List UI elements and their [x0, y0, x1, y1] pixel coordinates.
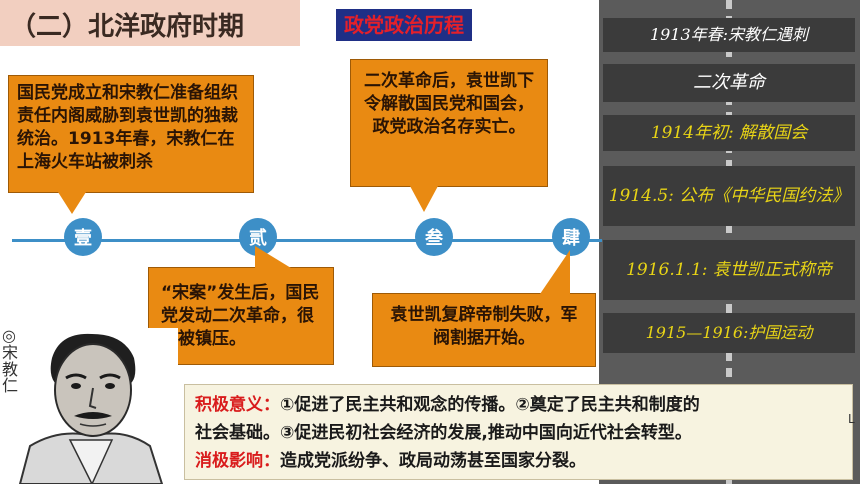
callout-san-pointer [410, 186, 438, 212]
callout-san: 二次革命后，袁世凯下令解散国民党和国会，政党政治名存实亡。 [350, 59, 548, 187]
negative-text: 造成党派纷争、政局动荡甚至国家分裂。 [280, 451, 586, 471]
timeline-line [12, 239, 602, 242]
positive-line-1: 积极意义：①促进了民主共和观念的传播。②奠定了民主共和制度的 [195, 391, 842, 419]
event-item-6: 1915—1916:护国运动 [603, 313, 855, 353]
callout-yi: 国民党成立和宋教仁准备组织责任内阁威胁到袁世凯的独裁统治。1913年春，宋教仁在… [8, 75, 254, 193]
negative-line: 消极影响：造成党派纷争、政局动荡甚至国家分裂。 [195, 447, 842, 475]
positive-text-1: ①促进了民主共和观念的传播。②奠定了民主共和制度的 [280, 395, 700, 415]
event-item-3: 1914年初: 解散国会 [603, 115, 855, 151]
event-item-4: 1914.5: 公布《中华民国约法》 [603, 166, 855, 226]
portrait-caption: ◎宋教仁 [2, 326, 19, 396]
event-item-5: 1916.1.1: 袁世凯正式称帝 [603, 240, 855, 300]
portrait-image [0, 328, 178, 484]
callout-yi-pointer [58, 192, 86, 214]
negative-label: 消极影响： [195, 451, 280, 471]
callout-er-pointer [255, 246, 291, 268]
timeline-node-4: 肆 [552, 218, 590, 256]
positive-label: 积极意义： [195, 395, 280, 415]
section-tag: 政党政治历程 [335, 8, 473, 42]
callout-si: 袁世凯复辟帝制失败，军阀割据开始。 [372, 293, 596, 367]
timeline-node-3: 叁 [415, 218, 453, 256]
event-panel: 1913年春:宋教仁遇刺 二次革命 1914年初: 解散国会 1914.5: 公… [599, 0, 860, 484]
page-title: （二）北洋政府时期 [10, 12, 245, 42]
title-banner [0, 0, 300, 46]
callout-er: “宋案”发生后，国民党发动二次革命，很快被镇压。 [148, 267, 334, 365]
margin-mark: L [848, 412, 855, 426]
event-item-1: 1913年春:宋教仁遇刺 [603, 18, 855, 52]
callout-si-pointer [540, 250, 570, 294]
event-item-2: 二次革命 [603, 64, 855, 102]
timeline-node-1: 壹 [64, 218, 102, 256]
positive-line-2: 社会基础。③促进民初社会经济的发展,推动中国向近代社会转型。 [195, 423, 692, 443]
significance-box: 积极意义：①促进了民主共和观念的传播。②奠定了民主共和制度的 社会基础。③促进民… [184, 384, 853, 480]
